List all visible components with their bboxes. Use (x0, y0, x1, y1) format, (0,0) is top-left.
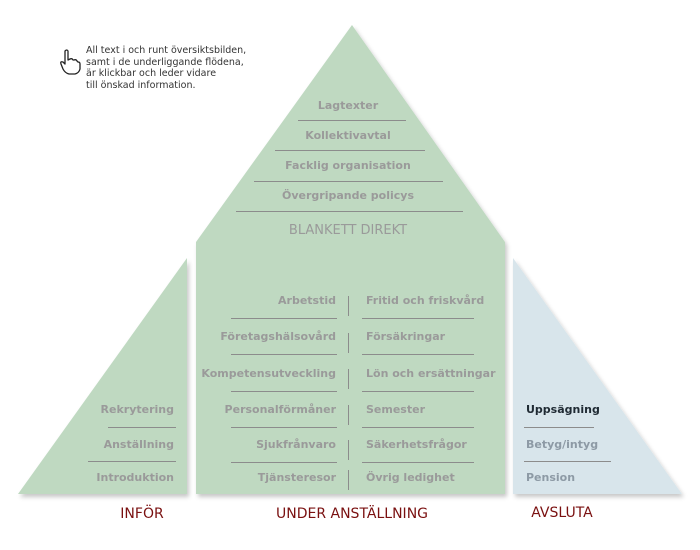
column-divider (348, 333, 349, 353)
column-divider (348, 405, 349, 425)
link-uppsagning[interactable]: Uppsägning (526, 403, 600, 416)
divider (88, 461, 176, 462)
link-foretagshalsovard[interactable]: Företagshälsovård (220, 330, 336, 343)
section-under-anstallning[interactable]: UNDER ANSTÄLLNING (275, 506, 429, 522)
hint-text: All text i och runt översiktsbilden, sam… (86, 45, 247, 91)
infor-triangle (18, 258, 187, 494)
divider (362, 318, 474, 319)
divider (231, 462, 337, 463)
divider (362, 462, 474, 463)
divider (231, 318, 337, 319)
link-arbetstid[interactable]: Arbetstid (278, 294, 336, 307)
link-lon-och-ersattningar[interactable]: Lön och ersättningar (366, 367, 496, 380)
column-divider (348, 470, 349, 490)
column-divider (348, 369, 349, 389)
link-blankett-direkt[interactable]: BLANKETT DIREKT (288, 223, 408, 238)
divider (362, 354, 474, 355)
link-ovrig-ledighet[interactable]: Övrig ledighet (366, 471, 455, 484)
avsluta-triangle (513, 258, 682, 494)
link-personalformaner[interactable]: Personalförmåner (224, 403, 336, 416)
divider (275, 150, 425, 151)
column-divider (348, 296, 349, 316)
link-kollektivavtal[interactable]: Kollektivavtal (305, 129, 391, 142)
pointing-hand-icon (60, 49, 81, 75)
link-facklig-organisation[interactable]: Facklig organisation (285, 159, 411, 172)
link-kompetensutveckling[interactable]: Kompetensutveckling (201, 367, 336, 380)
divider (254, 181, 443, 182)
link-sjukfranvaro[interactable]: Sjukfrånvaro (256, 438, 336, 451)
under-anstallning-house (196, 25, 505, 494)
link-forsakringar[interactable]: Försäkringar (366, 330, 446, 343)
link-introduktion[interactable]: Introduktion (96, 471, 174, 484)
link-lagtexter[interactable]: Lagtexter (317, 99, 379, 112)
link-overgripande-policys[interactable]: Övergripande policys (282, 189, 414, 202)
divider (231, 427, 337, 428)
section-avsluta[interactable]: AVSLUTA (531, 505, 593, 521)
divider (231, 391, 337, 392)
link-anstallning[interactable]: Anställning (103, 438, 174, 451)
link-betyg-intyg[interactable]: Betyg/intyg (526, 438, 599, 451)
divider (524, 427, 594, 428)
divider (231, 354, 337, 355)
divider (362, 391, 474, 392)
section-infor[interactable]: INFÖR (120, 506, 164, 522)
link-fritid-och-friskvard[interactable]: Fritid och friskvård (366, 294, 485, 307)
divider (362, 427, 474, 428)
divider (298, 120, 406, 121)
divider (236, 211, 463, 212)
link-semester[interactable]: Semester (366, 403, 425, 416)
link-tjansteresor[interactable]: Tjänsteresor (257, 471, 336, 484)
divider (524, 461, 611, 462)
column-divider (348, 440, 349, 460)
link-rekrytering[interactable]: Rekrytering (100, 403, 174, 416)
link-pension[interactable]: Pension (526, 471, 576, 484)
link-sakerhetsfragor[interactable]: Säkerhetsfrågor (366, 438, 467, 451)
divider (108, 427, 176, 428)
